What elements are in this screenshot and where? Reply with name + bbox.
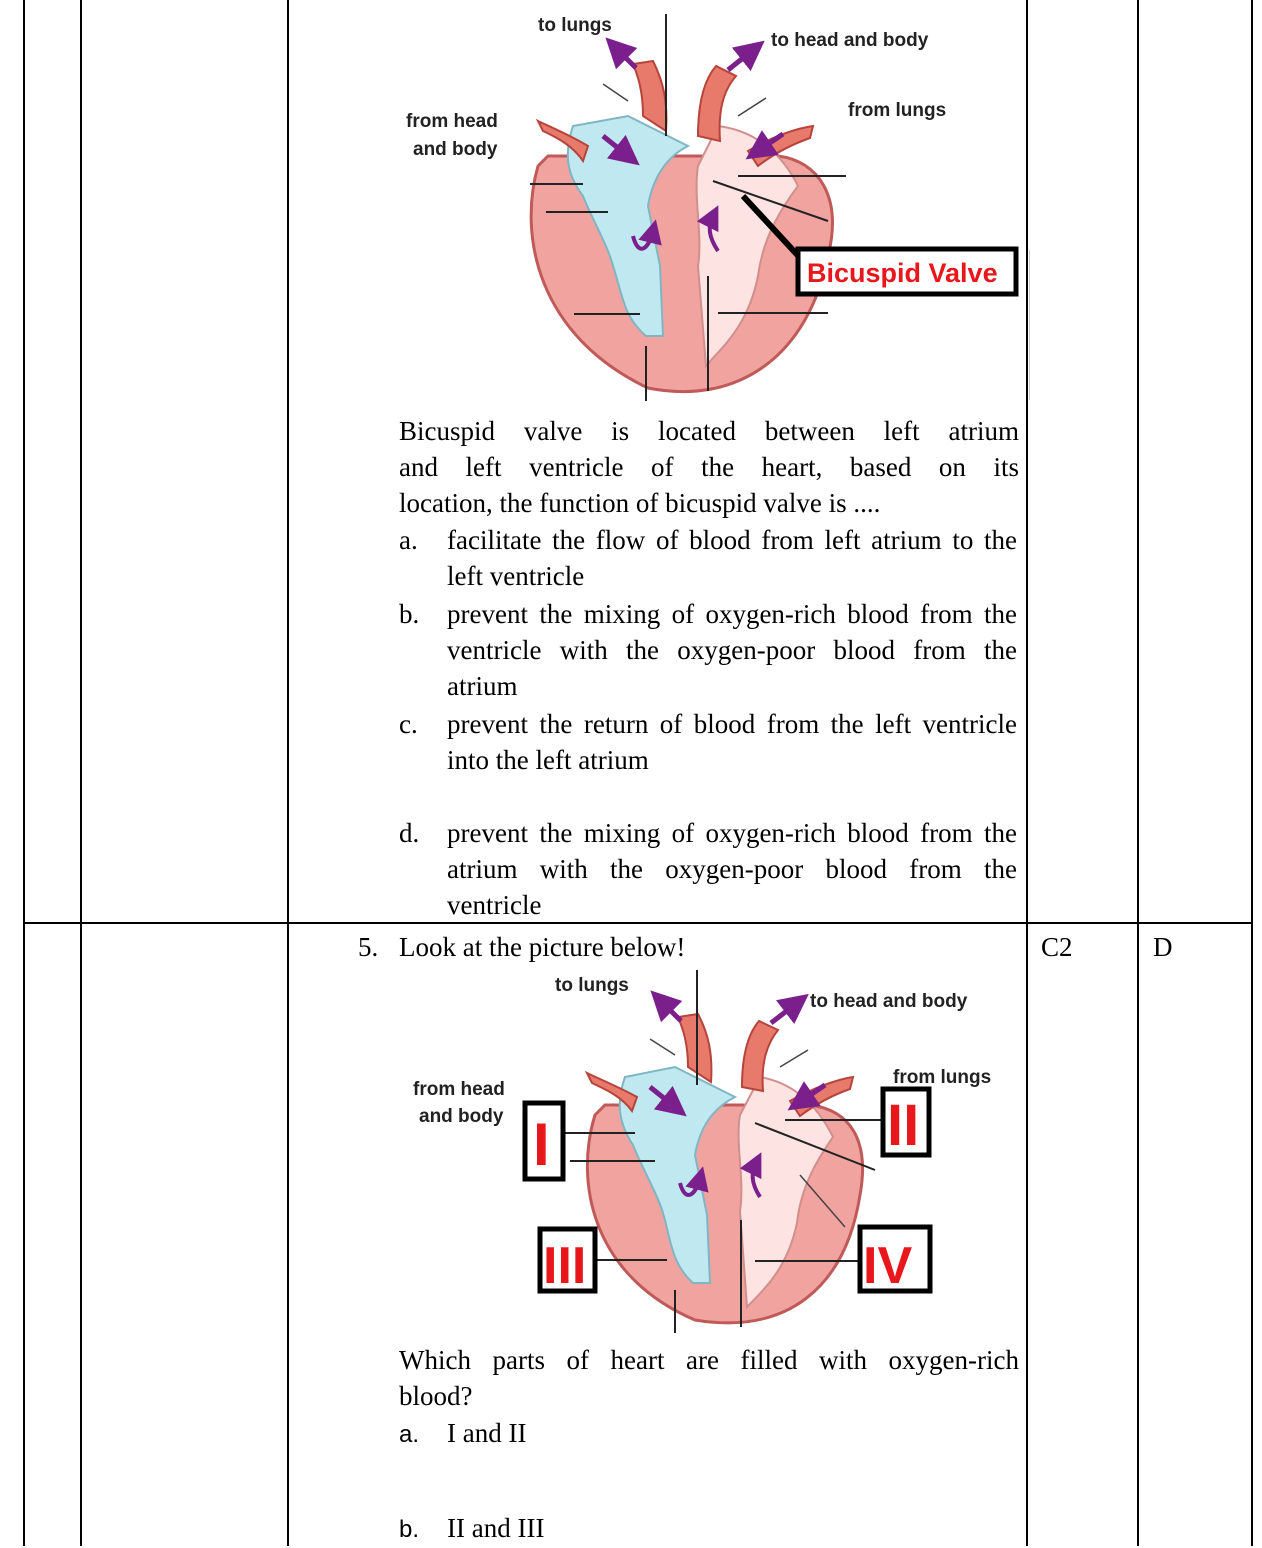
label-and-body: and body <box>419 1106 504 1127</box>
table-border-col2 <box>287 0 289 1546</box>
label-to-lungs: to lungs <box>555 975 629 996</box>
table-border-col1 <box>80 0 82 1546</box>
figure-top-right-edge <box>1029 250 1030 400</box>
q5-number: 5. <box>358 929 378 965</box>
q4-option-b: b. prevent the mixing of oxygen-rich blo… <box>399 596 1019 704</box>
q4-stem-line: and left ventricle of the heart, based o… <box>399 449 1019 485</box>
label-from-head: from head <box>406 111 498 132</box>
label-from-lungs: from lungs <box>893 1067 991 1088</box>
option-letter: b. <box>399 1512 439 1548</box>
option-text: I and II <box>447 1415 1017 1451</box>
option-text: prevent the mixing of oxygen-rich blood … <box>447 815 1017 923</box>
q5-question: Which parts of heart are filled with oxy… <box>399 1342 1019 1414</box>
q5-answer-key: D <box>1153 929 1173 965</box>
option-letter: d. <box>399 815 439 851</box>
q5-question-line: blood? <box>399 1378 1019 1414</box>
label-roman-IV: IV <box>863 1237 912 1295</box>
bicuspid-callout-text: Bicuspid Valve <box>807 258 998 288</box>
table-border-left <box>23 0 25 1546</box>
q5-option-a: a. I and II <box>399 1415 1019 1451</box>
table-border-right <box>1251 0 1253 1546</box>
option-text: facilitate the flow of blood from left a… <box>447 522 1017 594</box>
q4-option-d: d. prevent the mixing of oxygen-rich blo… <box>399 815 1019 923</box>
q4-stem-line: location, the function of bicuspid valve… <box>399 485 1019 521</box>
option-letter: c. <box>399 706 439 742</box>
q5-prompt: Look at the picture below! <box>399 929 685 965</box>
label-from-head: from head <box>413 1079 505 1100</box>
q4-stem-line: Bicuspid valve is located between left a… <box>399 413 1019 449</box>
label-roman-II: II <box>887 1093 919 1158</box>
label-roman-III: III <box>543 1237 586 1295</box>
label-to-head-and-body: to head and body <box>771 30 929 51</box>
option-letter: a. <box>399 1417 439 1453</box>
q4-option-c: c. prevent the return of blood from the … <box>399 706 1019 778</box>
q5-question-line: Which parts of heart are filled with oxy… <box>399 1342 1019 1378</box>
q4-stem: Bicuspid valve is located between left a… <box>399 413 1019 521</box>
q5-cognitive-level: C2 <box>1041 929 1073 965</box>
heart-diagram-bottom: I II III IV to lungs to head and body fr… <box>405 965 1025 1335</box>
label-and-body: and body <box>413 139 498 160</box>
label-to-lungs: to lungs <box>538 15 612 36</box>
heart-diagram-top: Bicuspid Valve to lungs to head and body… <box>398 6 1030 406</box>
q4-option-a: a. facilitate the flow of blood from lef… <box>399 522 1019 594</box>
q5-option-b: b. II and III <box>399 1510 1019 1546</box>
table-border-col4 <box>1137 0 1139 1546</box>
label-roman-I: I <box>533 1111 550 1178</box>
label-from-lungs: from lungs <box>848 100 946 121</box>
label-to-head-and-body: to head and body <box>810 991 968 1012</box>
option-text: II and III <box>447 1510 1017 1546</box>
option-letter: a. <box>399 522 439 558</box>
option-text: prevent the return of blood from the lef… <box>447 706 1017 778</box>
option-text: prevent the mixing of oxygen-rich blood … <box>447 596 1017 704</box>
option-letter: b. <box>399 596 439 632</box>
